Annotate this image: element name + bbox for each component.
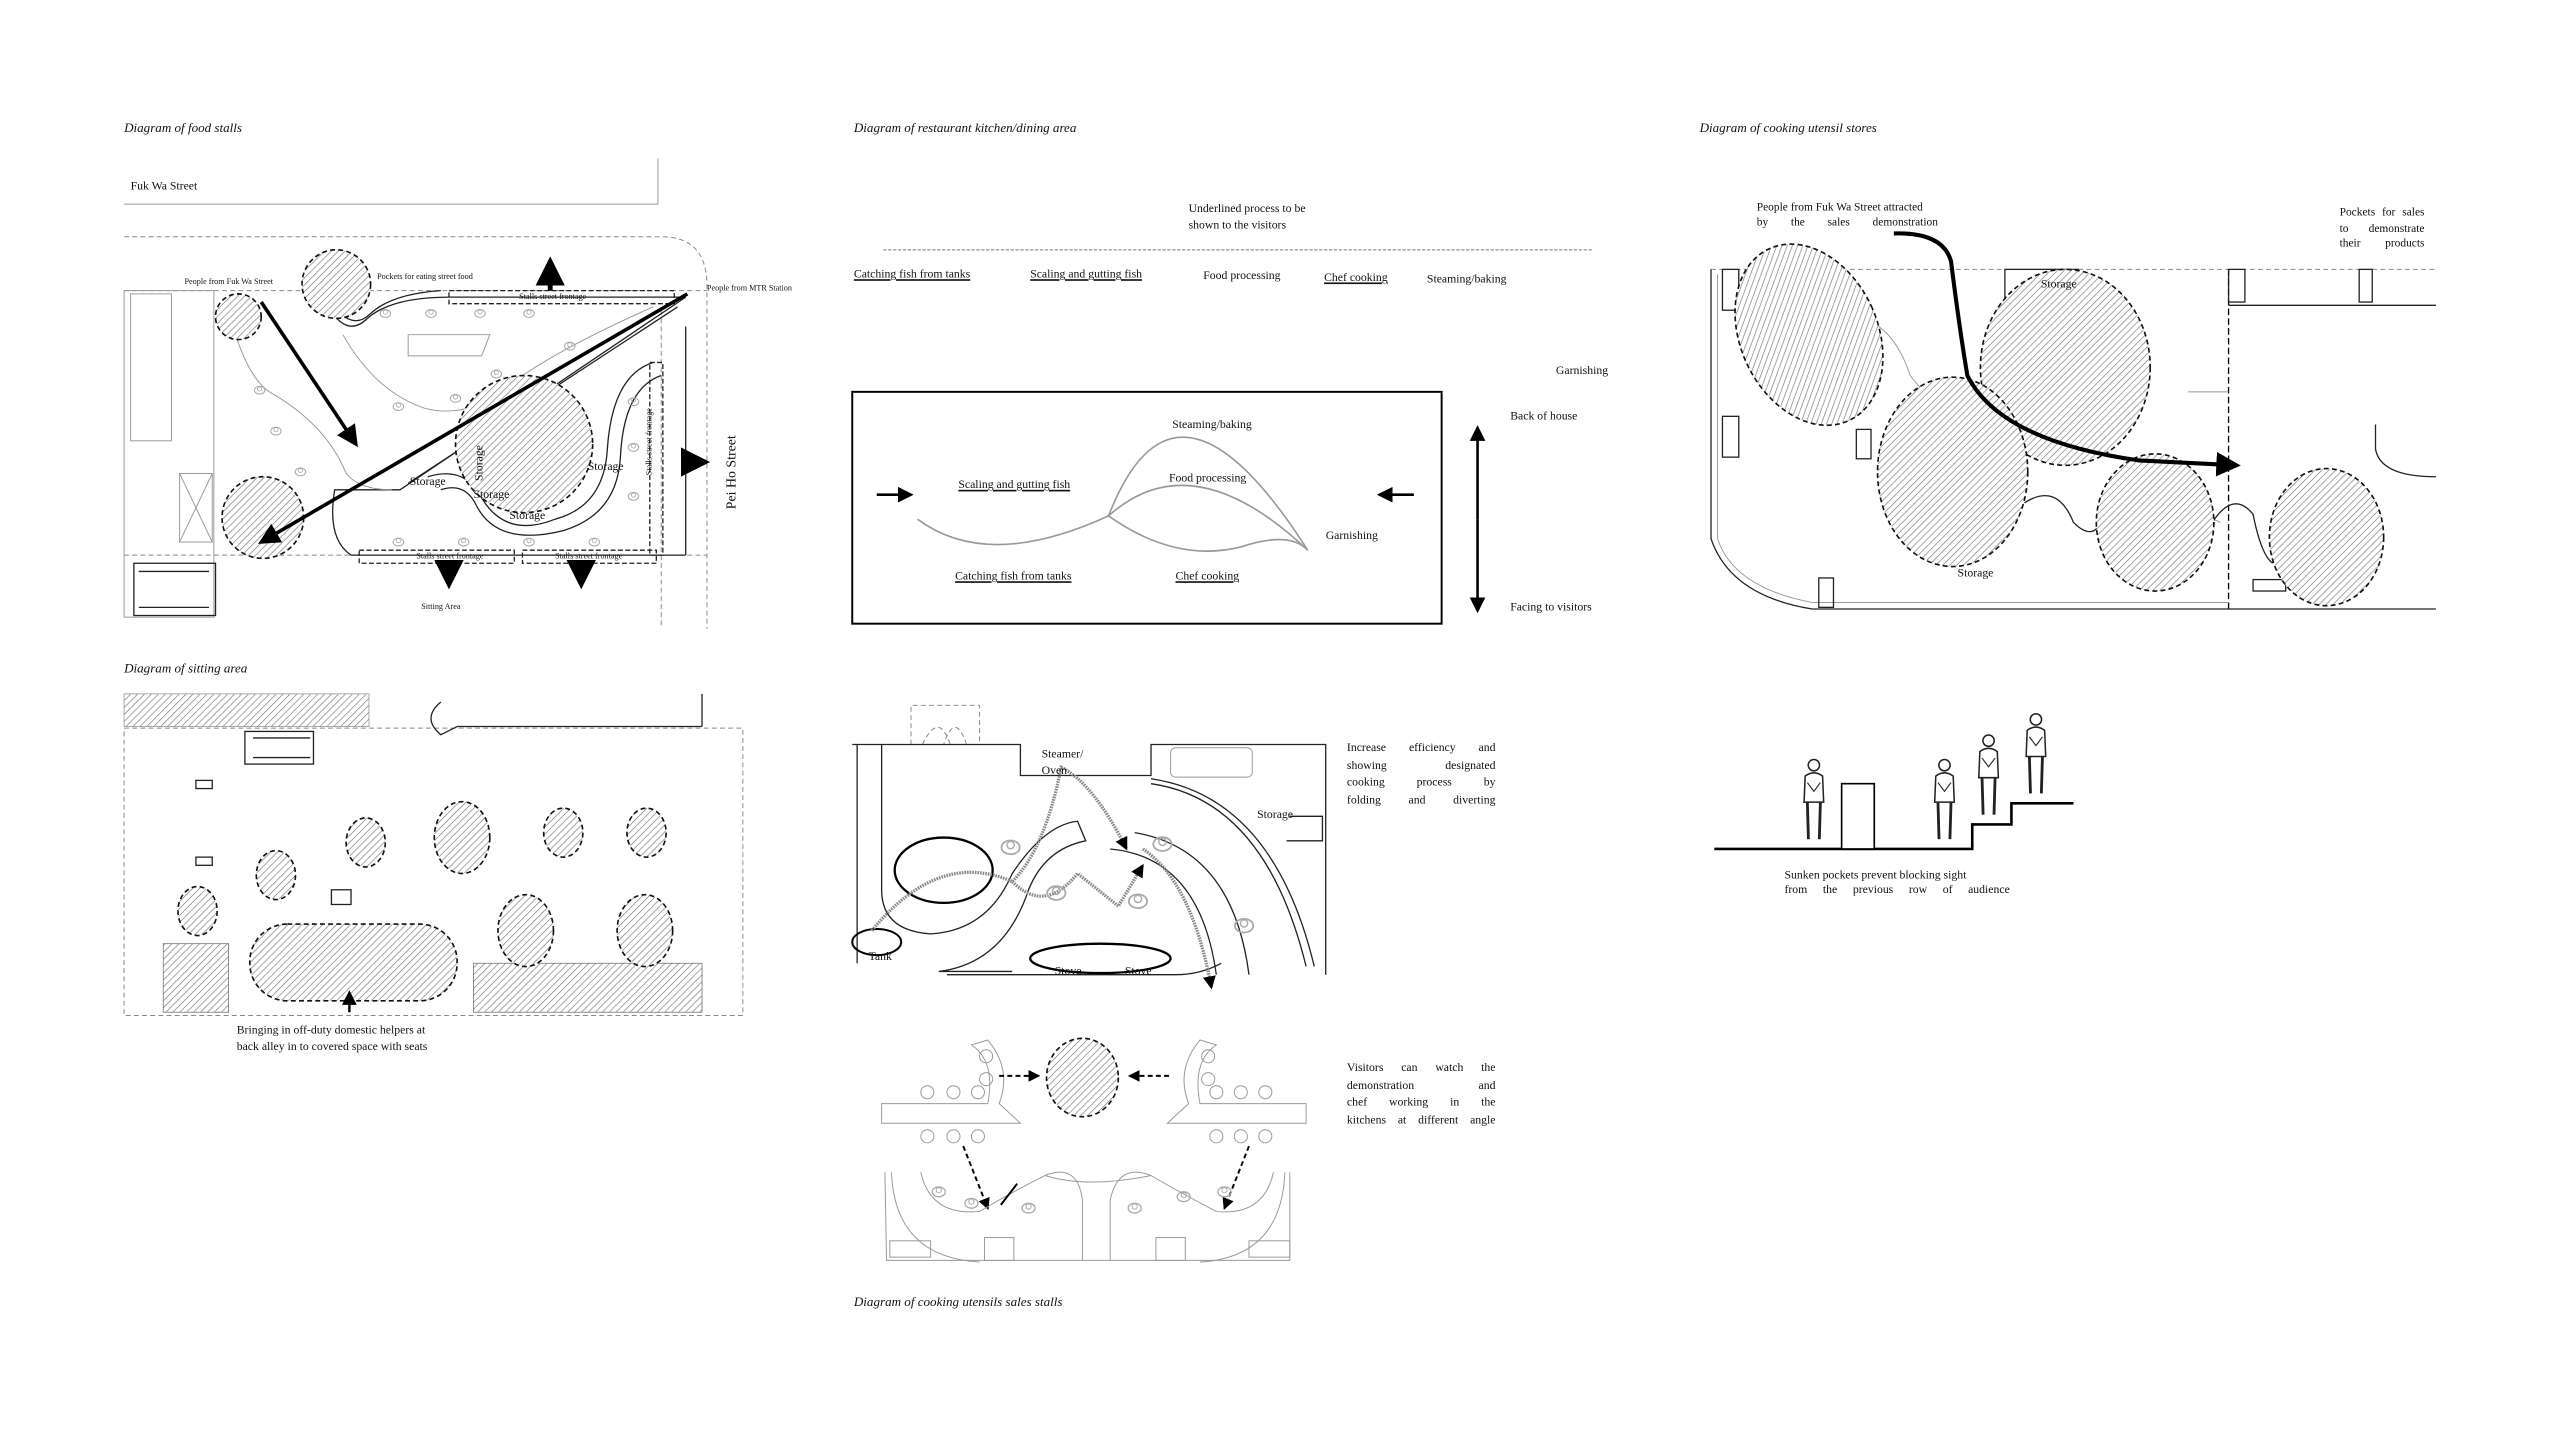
audience-figure: [2024, 712, 2048, 796]
note-line: cooking process by: [1346, 775, 1496, 789]
pei-ho-street-label: Pei Ho Street: [722, 435, 739, 510]
underlined-note-line-1: Underlined process to be: [1188, 202, 1306, 216]
utensil-stores-plan: [1710, 231, 2436, 613]
utensil-stores-title: Diagram of cooking utensil stores: [1699, 120, 1877, 136]
sunken-pocket-section: [1714, 712, 2074, 851]
process-step: Chef cooking: [1324, 271, 1388, 285]
process-step: Catching fish from tanks: [853, 267, 971, 281]
storage-label: Storage: [587, 460, 624, 474]
fuk-wa-street-label: Fuk Wa Street: [130, 179, 198, 193]
eating-pocket: [221, 475, 305, 560]
plan-storage-label: Storage: [1257, 808, 1294, 822]
note-line: chef working in the: [1346, 1095, 1496, 1109]
flow-catching: Catching fish from tanks: [955, 569, 1072, 583]
people-from-fuk-wa-label: People from Fuk Wa Street: [184, 279, 274, 288]
note-line: Pockets for sales: [2339, 205, 2425, 219]
audience-figure: [1802, 757, 1826, 841]
eating-pocket: [301, 248, 372, 320]
process-step: Steaming/baking: [1426, 272, 1507, 286]
storage-label: Storage: [473, 488, 510, 502]
section-caption-line-2: from the previous row of audience: [1784, 882, 2009, 899]
stove-label: Stove: [1054, 964, 1082, 978]
people-attracted-line-2: by the sales demonstration: [1757, 214, 1938, 231]
flow-food-processing: Food processing: [1168, 471, 1247, 485]
note-line: by the sales demonstration: [1756, 215, 1938, 229]
eating-pocket: [214, 293, 263, 341]
storage-label: Storage: [472, 445, 486, 481]
note-line: their products: [2339, 236, 2425, 250]
note-line: demonstration and: [1346, 1078, 1496, 1092]
note-line: Increase efficiency and: [1346, 741, 1496, 755]
note-line: showing designated: [1346, 758, 1496, 772]
steamer-label-2: Oven: [1041, 764, 1068, 778]
fuk-wa-street-box: [124, 158, 659, 205]
garnishing-label: Garnishing: [1555, 364, 1609, 378]
note-line: folding and diverting: [1346, 792, 1496, 806]
flow-scaling: Scaling and gutting fish: [958, 478, 1071, 492]
food-stalls-title: Diagram of food stalls: [124, 120, 243, 136]
process-divider: [883, 248, 1592, 251]
process-flow-box: [851, 390, 1486, 625]
sitting-area-plan: [123, 693, 744, 1016]
back-of-house-label: Back of house: [1510, 409, 1578, 423]
kitchen-plan-note: Increase efficiency and showing designat…: [1347, 740, 1496, 809]
sales-stalls-plan: [881, 1037, 1307, 1263]
people-attracted-line-1: People from Fuk Wa Street attracted: [1756, 200, 1923, 214]
sitting-area-title: Diagram of sitting area: [124, 661, 248, 676]
pockets-label: Pockets for eating street food: [377, 274, 473, 283]
underlined-note-line-2: shown to the visitors: [1188, 218, 1287, 232]
process-step: Scaling and gutting fish: [1030, 267, 1143, 281]
section-caption-line-1: Sunken pockets prevent blocking sight: [1784, 868, 1967, 882]
sitting-caption-line-2: back alley in to covered space with seat…: [236, 1039, 428, 1054]
frontage-top-label: Stalls street frontage: [519, 293, 587, 303]
process-step: Food processing: [1203, 269, 1281, 283]
sitting-area-label: Sitting Area: [421, 604, 461, 613]
tank-label: Tank: [868, 950, 892, 964]
sales-stalls-note: Visitors can watch the demonstration and…: [1347, 1060, 1496, 1129]
flow-garnishing: Garnishing: [1325, 528, 1378, 543]
steamer-label-1: Steamer/: [1041, 747, 1084, 761]
stove-label: Stove: [1124, 964, 1152, 978]
pockets-note: Pockets for sales to demonstrate their p…: [2340, 206, 2425, 253]
note-line: Visitors can watch the: [1346, 1061, 1496, 1075]
sitting-caption-line-1: Bringing in off-duty domestic helpers at: [236, 1023, 426, 1037]
food-stalls-plan: [123, 236, 711, 629]
frontage-right-label: Stalls street frontage: [646, 408, 655, 476]
audience-figure: [1977, 733, 2000, 817]
facing-visitors-label: Facing to visitors: [1510, 600, 1592, 614]
frontage-bottom-label-2: Stalls street frontage: [555, 553, 623, 562]
note-line: kitchens at different angle: [1346, 1112, 1496, 1126]
storage-label: Storage: [409, 475, 446, 489]
audience-figure: [1933, 757, 1956, 841]
flow-chef: Chef cooking: [1175, 569, 1240, 583]
kitchen-title: Diagram of restaurant kitchen/dining are…: [853, 120, 1077, 136]
storage-label: Storage: [509, 509, 546, 523]
people-from-mtr-label: People from MTR Station: [706, 285, 792, 294]
sales-stalls-title: Diagram of cooking utensils sales stalls: [853, 1294, 1063, 1310]
storage-bottom-label: Storage: [1957, 566, 1994, 580]
note-line: from the previous row of audience: [1784, 883, 2010, 897]
flow-steaming: Steaming/baking: [1172, 417, 1252, 432]
note-line: to demonstrate: [2339, 221, 2425, 235]
frontage-bottom-label-1: Stalls street frontage: [416, 553, 484, 562]
storage-top-label: Storage: [2040, 277, 2077, 291]
kitchen-plan: [851, 704, 1327, 990]
